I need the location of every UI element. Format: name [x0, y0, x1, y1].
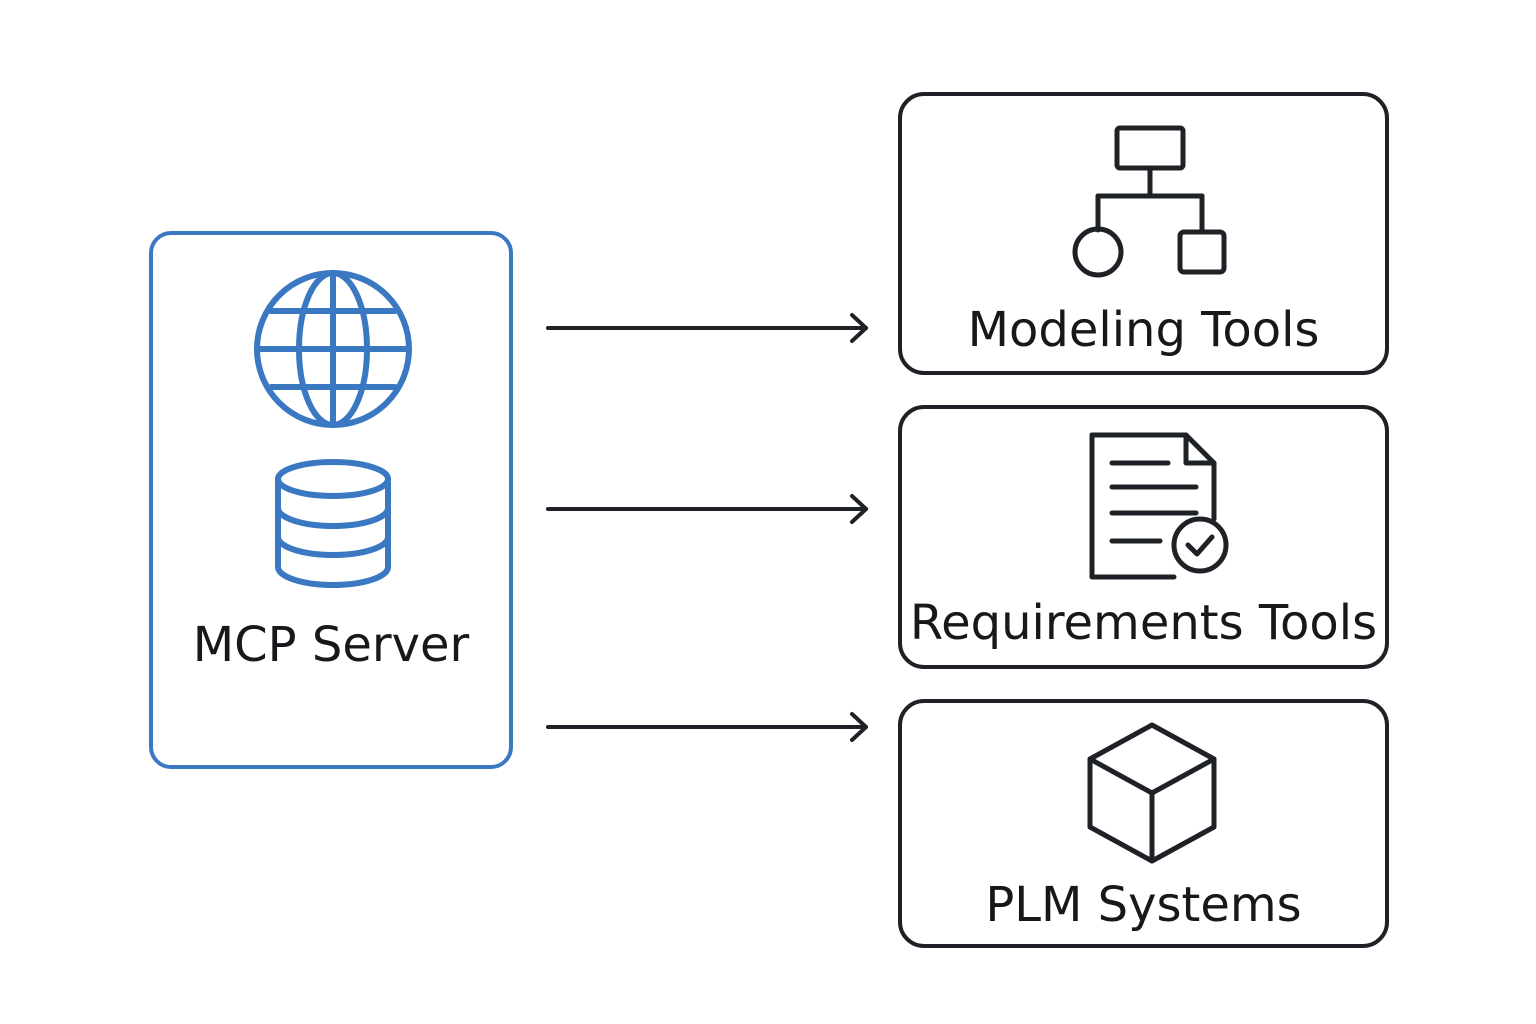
globe-icon	[254, 270, 412, 428]
hierarchy-diagram-icon	[1072, 125, 1227, 278]
database-icon	[275, 459, 391, 589]
modeling-tools-label: Modeling Tools	[967, 302, 1320, 358]
plm-systems-node: PLM Systems	[898, 699, 1389, 948]
requirements-tools-label: Requirements Tools	[909, 595, 1378, 651]
cube-icon	[1087, 722, 1217, 864]
mcp-server-node: MCP Server	[149, 231, 513, 769]
document-check-icon	[1089, 432, 1229, 580]
arrow-to-plm-systems	[546, 712, 868, 742]
requirements-tools-node: Requirements Tools	[898, 405, 1389, 669]
plm-systems-label: PLM Systems	[985, 877, 1302, 933]
modeling-tools-node: Modeling Tools	[898, 92, 1389, 375]
arrow-to-requirements-tools	[546, 494, 868, 524]
mcp-server-label: MCP Server	[192, 617, 470, 673]
arrow-to-modeling-tools	[546, 313, 868, 343]
